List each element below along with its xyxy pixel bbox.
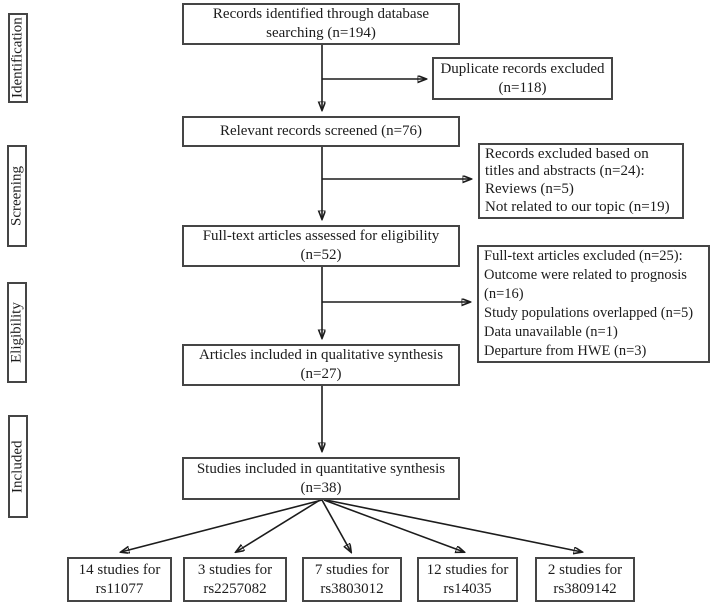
box-text-line: Relevant records screened (n=76) — [219, 123, 423, 139]
box-text-line: Outcome were related to prognosis — [484, 267, 687, 284]
box-text-line: Full-text articles assessed for eligibil… — [202, 228, 440, 244]
box-text-line: Duplicate records excluded — [440, 60, 605, 77]
box-rs3809142: 2 studies for rs3809142 — [535, 557, 635, 602]
box-rs2257082: 3 studies for rs2257082 — [183, 557, 287, 602]
box-rs14035: 12 studies for rs14035 — [417, 557, 518, 602]
box-text-line: Full-text articles excluded (n=25): — [484, 248, 683, 265]
box-text-line: Data unavailable (n=1) — [484, 323, 618, 340]
box-records-excluded: Records excluded based on titles and abs… — [478, 143, 684, 219]
box-text-line: (n=16) — [484, 286, 524, 303]
box-text-line: (n=38) — [300, 479, 342, 496]
box-text-line: rs2257082 — [203, 580, 267, 597]
box-quantitative-synthesis: Studies included in quantitative synthes… — [182, 457, 460, 500]
box-text-line: 3 studies for — [197, 561, 273, 578]
box-text-line: (n=52) — [300, 247, 342, 263]
box-rs3803012: 7 studies for rs3803012 — [302, 557, 402, 602]
box-fulltext-excluded: Full-text articles excluded (n=25): Outc… — [477, 245, 710, 363]
box-text-line: Departure from HWE (n=3) — [484, 342, 647, 359]
box-text-line: Study populations overlapped (n=5) — [484, 305, 694, 321]
arrow-quantitative-to-rs14035 — [323, 499, 464, 552]
box-fulltext-assessed: Full-text articles assessed for eligibil… — [182, 225, 460, 267]
stage-label-eligibility: Eligibility — [7, 282, 27, 383]
box-text-line: 14 studies for — [78, 561, 161, 578]
stage-label-identification: Identification — [8, 13, 28, 103]
box-text-line: 2 studies for — [547, 561, 623, 578]
box-qualitative-synthesis: Articles included in qualitative synthes… — [182, 344, 460, 386]
box-text-line: (n=27) — [300, 366, 342, 382]
box-text-line: titles and abstracts (n=24): — [485, 163, 645, 180]
box-text-line: rs3803012 — [320, 580, 384, 597]
box-records-identified: Records identified through database sear… — [182, 3, 460, 45]
box-text-line: rs11077 — [95, 580, 144, 597]
box-text-line: Reviews (n=5) — [485, 181, 574, 197]
arrow-quantitative-to-rs3809142 — [325, 499, 582, 552]
stage-label-screening: Screening — [7, 145, 27, 247]
box-text-line: 12 studies for — [426, 561, 509, 578]
box-text-line: (n=118) — [498, 79, 547, 96]
box-text-line: searching (n=194) — [266, 25, 376, 41]
arrow-quantitative-to-rs2257082 — [236, 499, 321, 552]
arrow-quantitative-to-rs3803012 — [321, 499, 351, 552]
box-records-screened: Relevant records screened (n=76) — [182, 116, 460, 147]
box-text-line: Records identified through database — [212, 6, 430, 22]
box-text-line: 7 studies for — [314, 561, 390, 578]
box-text-line: Records excluded based on — [485, 145, 649, 162]
box-text-line: Not related to our topic (n=19) — [485, 198, 670, 215]
box-text-line: Articles included in qualitative synthes… — [198, 347, 444, 363]
box-text-line: rs14035 — [443, 580, 492, 597]
stage-label-included: Included — [8, 415, 28, 518]
box-text-line: rs3809142 — [553, 580, 617, 597]
box-duplicates-excluded: Duplicate records excluded (n=118) — [432, 57, 613, 100]
arrow-quantitative-to-rs11077 — [121, 499, 323, 552]
box-rs11077: 14 studies for rs11077 — [67, 557, 172, 602]
box-text-line: Studies included in quantitative synthes… — [196, 460, 446, 477]
